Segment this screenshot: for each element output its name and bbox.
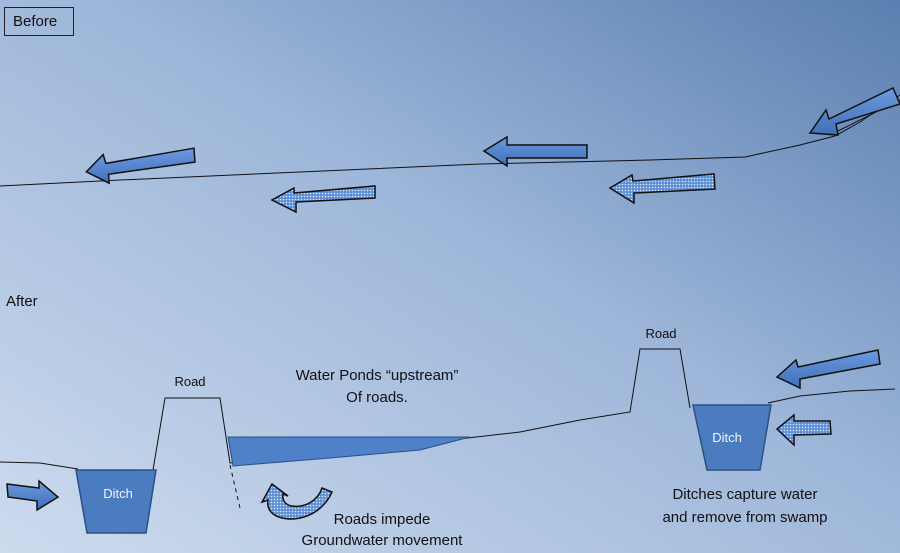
- ponded-water: [227, 436, 471, 467]
- before-ground-line: [0, 94, 900, 187]
- arrow-right-solid-icon: [6, 479, 60, 512]
- right-ditch: [692, 404, 772, 471]
- road-label-right: Road: [645, 326, 677, 341]
- after-ground-line-left: [0, 461, 79, 470]
- ponds-caption-line2: Of roads.: [346, 389, 408, 406]
- road-label-left: Road: [174, 374, 206, 389]
- curved-u-turn-arrow-icon: [260, 482, 333, 520]
- after-label: After: [6, 293, 38, 310]
- arrow-left-solid-icon: [482, 135, 588, 168]
- arrow-left-solid-icon: [775, 349, 881, 390]
- before-label-box: Before: [4, 7, 74, 36]
- capture-caption-line1: Ditches capture water: [672, 486, 818, 503]
- arrow-left-dotted-icon: [775, 413, 832, 447]
- ditch-label-left: Ditch: [103, 486, 133, 501]
- ponds-caption-line1: Water Ponds “upstream”: [295, 367, 459, 384]
- capture-caption-line2: and remove from swamp: [662, 509, 828, 526]
- arrow-left-solid-icon: [85, 147, 196, 185]
- left-ditch: [75, 469, 157, 534]
- impede-caption-line1: Roads impede: [333, 511, 431, 528]
- impede-caption-line2: Groundwater movement: [301, 532, 463, 549]
- arrow-left-dotted-icon: [608, 173, 716, 205]
- arrow-left-dotted-icon: [270, 185, 376, 214]
- ditch-label-right: Ditch: [712, 430, 742, 445]
- after-ground-line-right: [767, 388, 896, 404]
- arrow-left-solid-icon: [808, 86, 900, 136]
